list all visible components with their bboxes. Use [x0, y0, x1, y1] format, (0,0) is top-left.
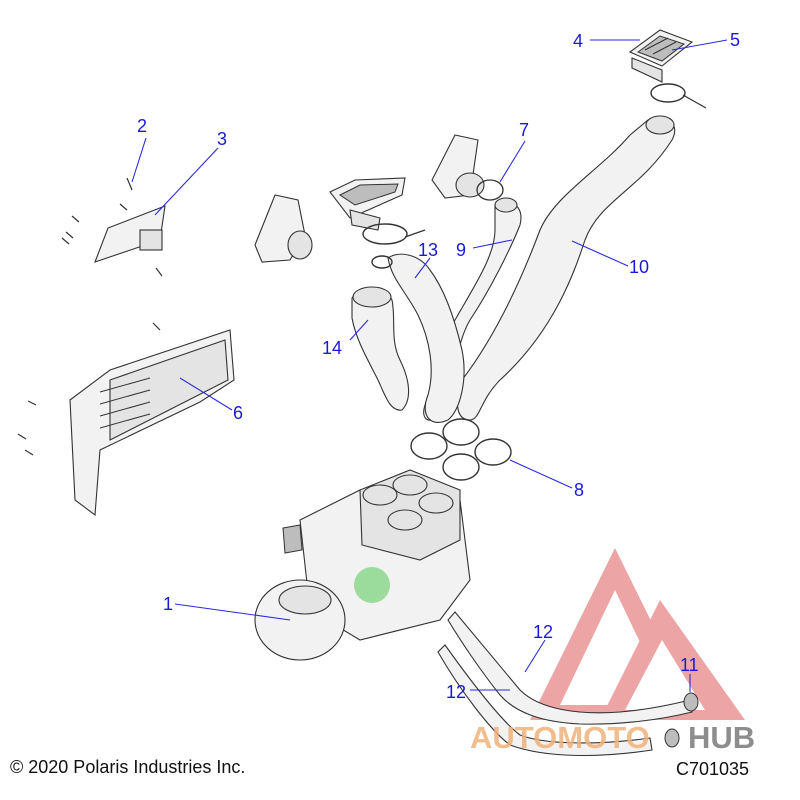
seal-ring-top: [650, 83, 686, 103]
elbow-14: [351, 287, 410, 411]
watermark-text-a: AUTOMOTO: [470, 720, 650, 755]
heater-box-1: [254, 469, 471, 661]
callout-2: 2: [137, 116, 147, 136]
watermark-text-b: HUB: [688, 720, 755, 755]
screws-2: [17, 177, 163, 456]
callout-13: 13: [418, 240, 438, 260]
callout-9: 9: [456, 240, 466, 260]
duct-13: [387, 253, 465, 423]
vent-center: [329, 177, 406, 231]
diagram-id: C701035: [676, 759, 750, 779]
duct-10: [456, 118, 676, 421]
ring-13: [371, 255, 393, 269]
vent-7: [431, 134, 504, 201]
callout-1: 1: [163, 594, 173, 614]
leader-lines: [131, 39, 728, 692]
hoses-12: [437, 611, 693, 757]
watermark-text: AUTOMOTO HUB: [470, 720, 755, 755]
vent-top-right: [628, 29, 694, 83]
callout-14: 14: [322, 338, 342, 358]
zip-tie: [682, 94, 707, 109]
switch-plate-3: [94, 205, 166, 263]
highlight-dot: [354, 567, 390, 603]
copyright-text: © 2020 Polaris Industries Inc.: [10, 757, 246, 777]
gaskets-8: [410, 418, 512, 481]
callout-7: 7: [519, 120, 529, 140]
callout-10: 10: [629, 257, 649, 277]
panel-6: [69, 329, 235, 517]
callout-11: 11: [680, 655, 699, 675]
callout-12a: 12: [533, 622, 553, 642]
vent-left: [254, 194, 313, 263]
clamps-11: [664, 692, 699, 748]
callout-4: 4: [573, 31, 583, 51]
seal-ring-center: [362, 223, 408, 245]
callout-6: 6: [233, 403, 243, 423]
callout-12b: 12: [446, 682, 466, 702]
watermark-logo: [530, 548, 745, 720]
callout-5: 5: [730, 30, 740, 50]
callout-8: 8: [574, 480, 584, 500]
callout-3: 3: [217, 129, 227, 149]
